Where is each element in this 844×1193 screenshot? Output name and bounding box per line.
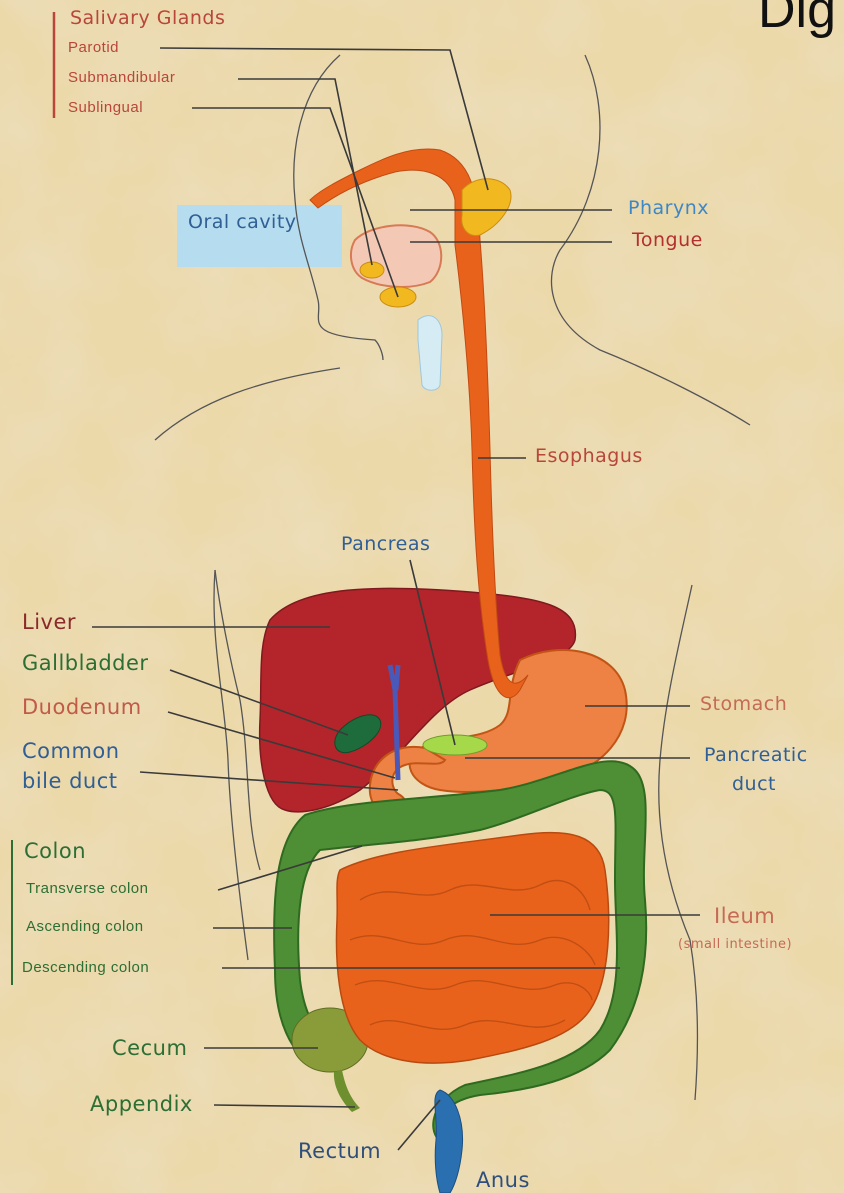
label-liver: Liver (22, 612, 76, 633)
tongue-shape (351, 225, 441, 287)
label-sublingual: Sublingual (68, 100, 143, 115)
label-submandibular: Submandibular (68, 70, 175, 85)
label-descending-colon: Descending colon (22, 960, 149, 975)
label-esophagus: Esophagus (535, 447, 643, 466)
appendix-shape (334, 1070, 360, 1112)
rectum-shape (435, 1090, 463, 1193)
label-cecum: Cecum (112, 1038, 187, 1059)
label-parotid: Parotid (68, 40, 119, 55)
label-common-bile-duct-line2: bile duct (22, 771, 118, 792)
label-gallbladder: Gallbladder (22, 653, 149, 674)
label-pharynx: Pharynx (628, 199, 709, 218)
label-rectum: Rectum (298, 1141, 381, 1162)
label-appendix: Appendix (90, 1094, 193, 1115)
label-duodenum: Duodenum (22, 697, 142, 718)
label-pancreatic-duct-line2: duct (732, 775, 776, 794)
label-salivary-glands: Salivary Glands (70, 9, 225, 28)
label-ileum: Ileum (714, 906, 775, 927)
label-ascending-colon: Ascending colon (26, 919, 144, 934)
small-intestine-shape (336, 833, 608, 1064)
label-anus: Anus (476, 1170, 530, 1191)
label-pancreatic-duct-line1: Pancreatic (704, 746, 808, 765)
page-title: Dig (758, 0, 836, 36)
parotid-shape (462, 179, 511, 236)
label-stomach: Stomach (700, 695, 787, 714)
label-oral-cavity: Oral cavity (188, 213, 297, 232)
label-tongue: Tongue (632, 231, 703, 250)
label-colon: Colon (24, 841, 86, 862)
label-small-intestine: (small intestine) (678, 938, 792, 951)
label-common-bile-duct-line1: Common (22, 741, 120, 762)
label-transverse-colon: Transverse colon (26, 881, 149, 896)
label-pancreas: Pancreas (341, 535, 430, 554)
trachea-shape (418, 316, 442, 391)
